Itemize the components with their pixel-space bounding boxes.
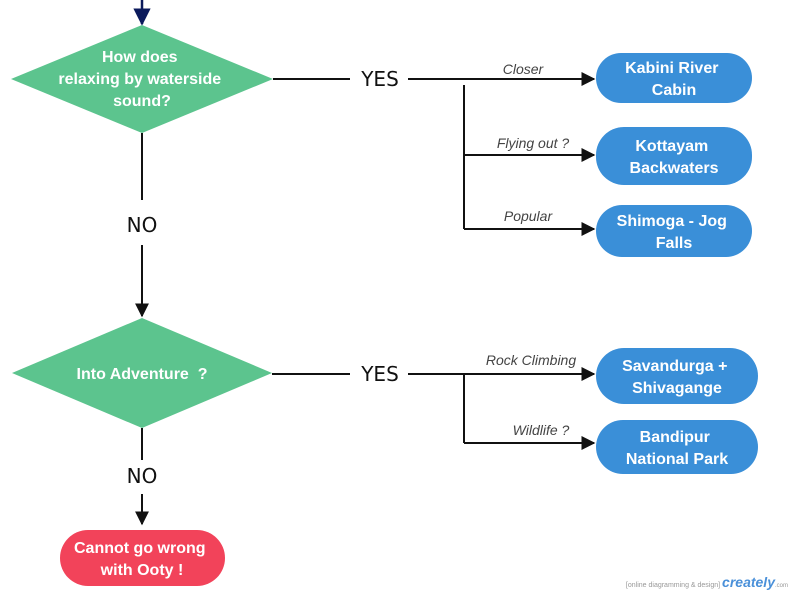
watermark-brand: creately xyxy=(722,574,775,590)
destination-shimoga-line1: Shimoga - Jog xyxy=(617,213,727,230)
svg-text:Kabini River Cabin: Kabini River Cabin xyxy=(625,60,723,99)
destination-kabini-line2: Cabin xyxy=(652,82,696,99)
svg-text:Bandipur National Park: Bandipur National Park xyxy=(626,429,728,468)
destination-kottayam-line1: Kottayam xyxy=(635,138,708,155)
destination-kottayam-line2: Backwaters xyxy=(630,160,719,177)
watermark: [online diagramming & design] creately.c… xyxy=(626,574,788,590)
svg-text:Savandurga + Shivagange: Savandurga + Shivagange xyxy=(622,358,732,397)
fallback-ooty xyxy=(60,530,225,586)
edge-label-closer: Closer xyxy=(503,61,545,77)
decision-adventure-shape xyxy=(12,318,272,428)
decision-water-line1: How does xyxy=(102,49,178,66)
destination-savandurga-line1: Savandurga + xyxy=(622,358,727,375)
decision-adventure-label: Into Adventure ? xyxy=(77,366,208,383)
svg-text:Cannot go wrong with Ooty: Cannot go wrong with Ooty ! xyxy=(74,540,210,579)
edge-label-rock-climbing: Rock Climbing xyxy=(486,352,576,368)
no-label-water: NO xyxy=(127,213,158,237)
watermark-tagline: [online diagramming & design] xyxy=(625,582,721,589)
destination-savandurga-line2: Shivagange xyxy=(632,380,722,397)
destination-shimoga xyxy=(596,205,752,257)
decision-water-line2: relaxing by waterside xyxy=(58,71,221,88)
edge-label-popular: Popular xyxy=(504,208,554,224)
destination-bandipur-line1: Bandipur xyxy=(640,429,710,446)
decision-water-shape xyxy=(11,25,273,133)
svg-text:How does relaxing by water: How does relaxing by waterside sound? xyxy=(58,49,225,110)
destination-kottayam xyxy=(596,127,752,185)
svg-text:Kottayam Backwaters: Kottayam Backwaters xyxy=(630,138,719,177)
fallback-line1: Cannot go wrong xyxy=(74,540,206,557)
edge-label-flying-out: Flying out ? xyxy=(497,135,570,151)
edge-label-wildlife: Wildlife ? xyxy=(513,422,570,438)
destination-kabini xyxy=(596,53,752,103)
no-label-adventure: NO xyxy=(127,464,158,488)
svg-text:Shimoga - Jog Falls: Shimoga - Jog Falls xyxy=(617,213,732,252)
destination-bandipur xyxy=(596,420,758,474)
watermark-suffix: .com xyxy=(774,583,788,589)
yes-label-water: YES xyxy=(360,67,399,91)
destination-bandipur-line2: National Park xyxy=(626,451,728,468)
destination-savandurga xyxy=(596,348,758,404)
yes-label-adventure: YES xyxy=(360,362,399,386)
destination-shimoga-line2: Falls xyxy=(656,235,693,252)
fallback-line2: with Ooty ! xyxy=(100,562,184,579)
decision-water-line3: sound? xyxy=(113,93,171,110)
destination-kabini-line1: Kabini River xyxy=(625,60,718,77)
